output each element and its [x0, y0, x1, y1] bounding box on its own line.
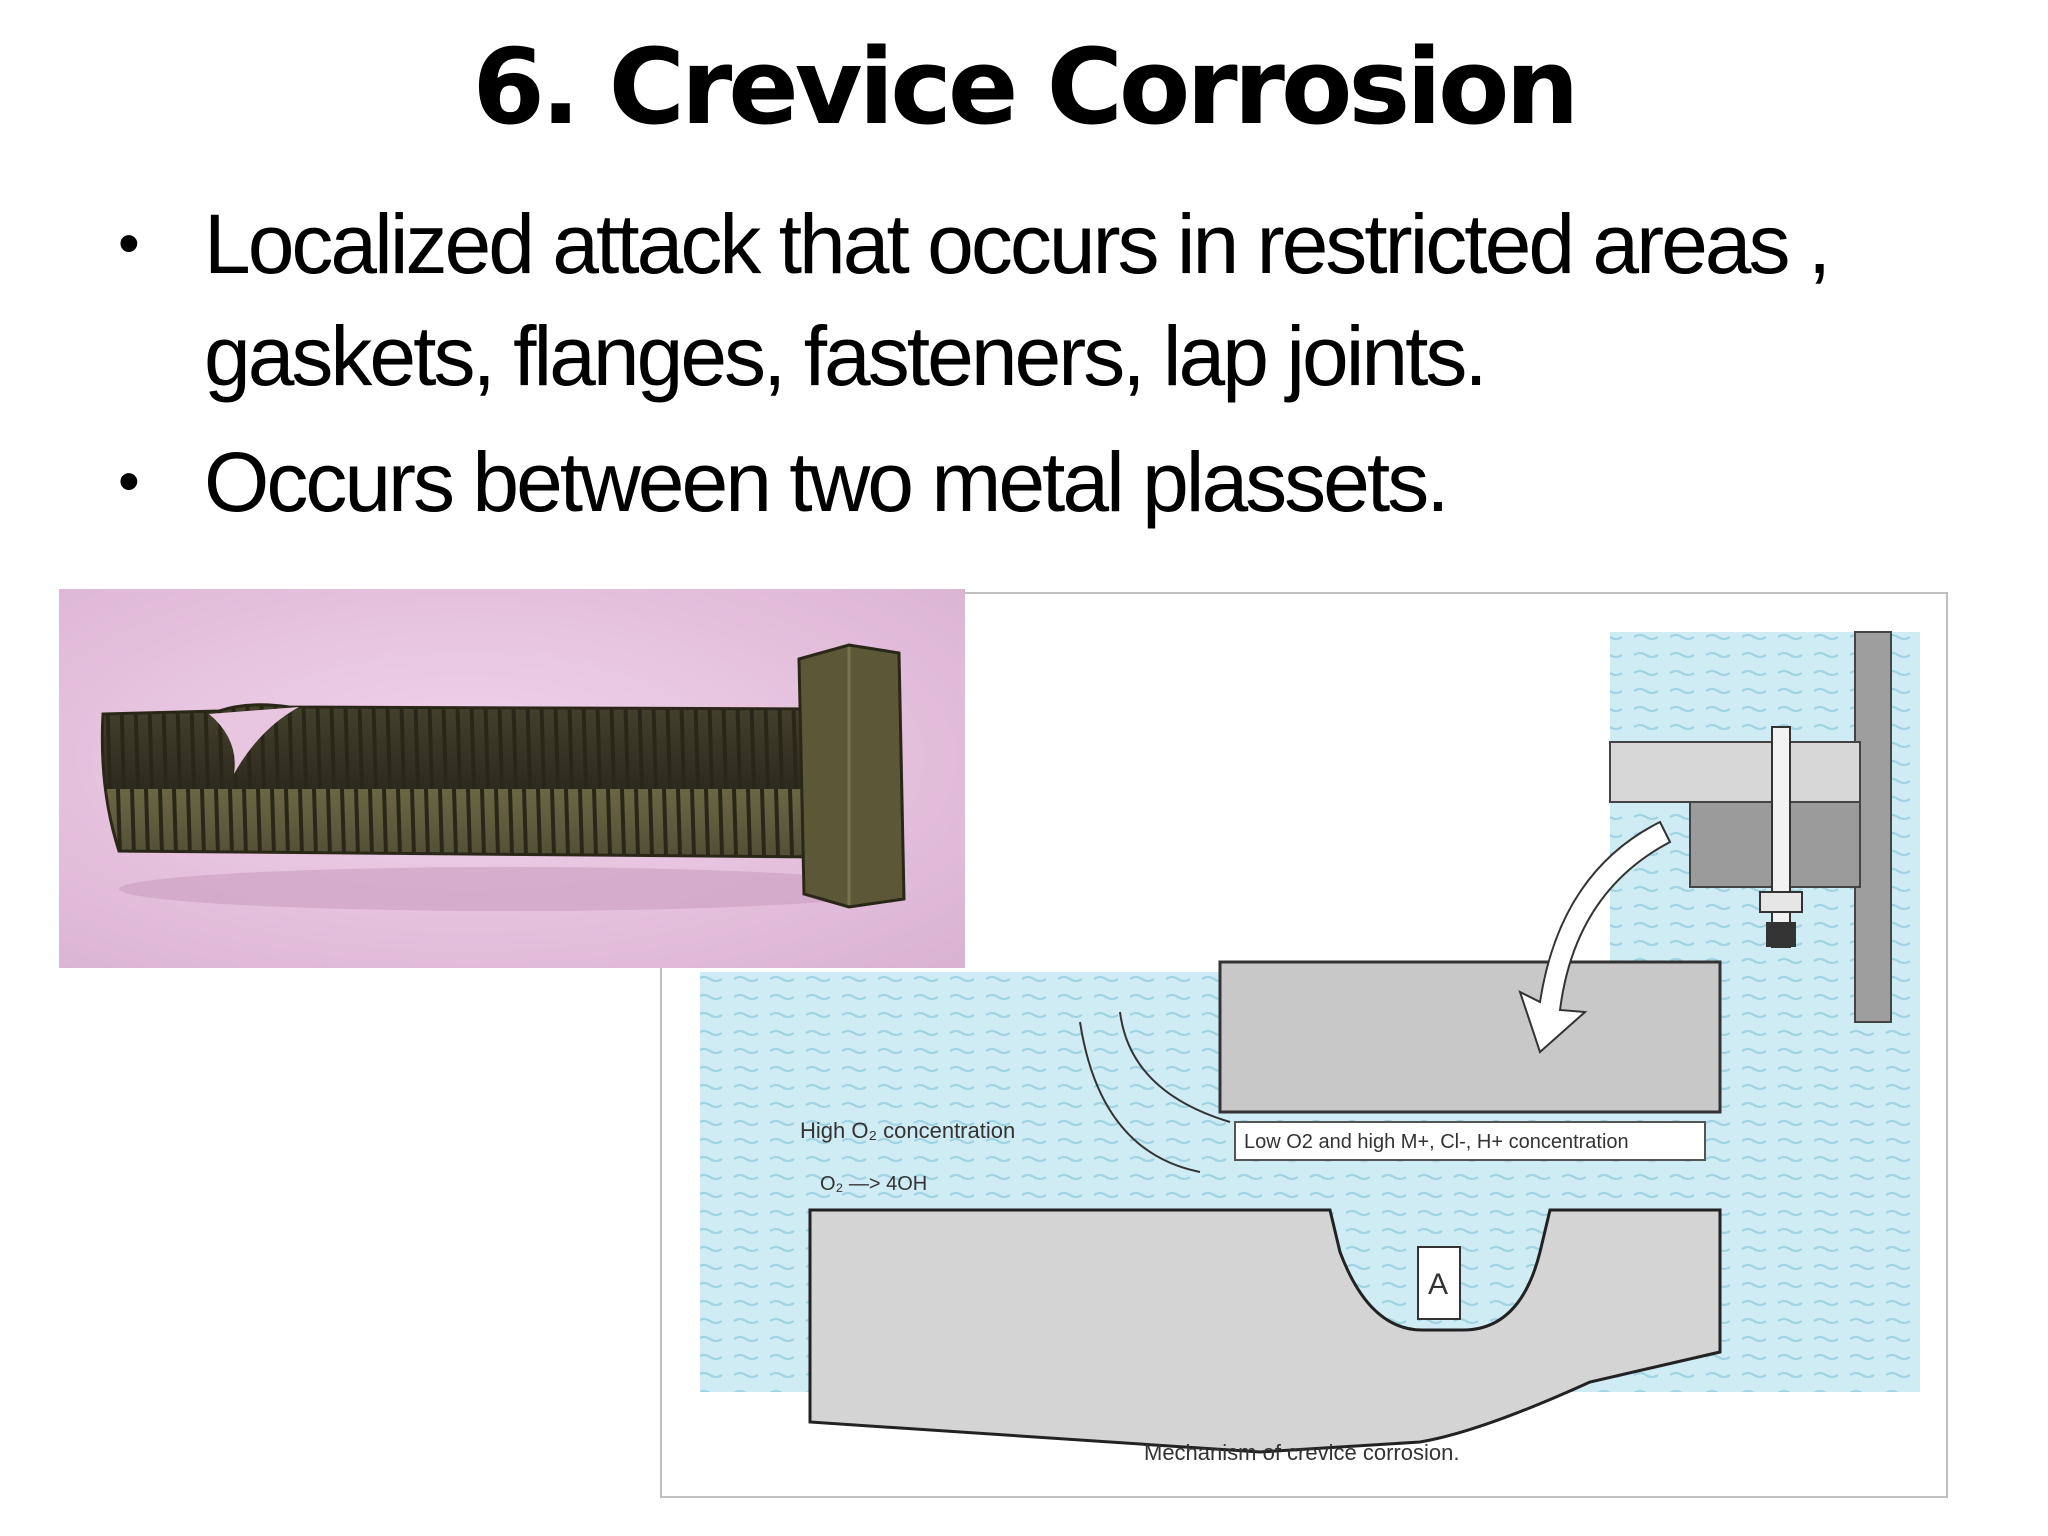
bullet-item: • Occurs between two metal plassets. [118, 426, 1998, 538]
bullet-text: Localized attack that occurs in restrict… [204, 197, 1831, 403]
crevice-notch [209, 707, 299, 774]
reaction-label: O₂ —> 4OH [820, 1173, 927, 1195]
bullet-item: • Localized attack that occurs in restri… [118, 188, 1998, 412]
zoom-arrow [1518, 820, 1672, 1054]
anode-box [1417, 1246, 1461, 1320]
bolt-illustration [100, 643, 906, 911]
bullet-list: • Localized attack that occurs in restri… [118, 188, 1998, 552]
bolt-shadow [119, 867, 899, 911]
low-o2-label: Low O2 and high M+, Cl-, H+ concentratio… [1244, 1131, 1629, 1153]
nut-end [1766, 922, 1796, 947]
bolt-head [797, 643, 906, 909]
low-o2-box [1234, 1121, 1706, 1161]
slide-title: 6. Crevice Corrosion [472, 26, 1580, 148]
flange-top-plate [1609, 741, 1861, 803]
high-o2-label: High O₂ concentration [800, 1118, 1015, 1143]
base-metal [808, 1208, 1722, 1454]
crevice-corrosion-diagram: High O₂ concentration O₂ —> 4OH Low O2 a… [660, 592, 1948, 1498]
bullet-icon: • [118, 209, 140, 278]
corroded-bolt-photo [59, 589, 965, 968]
bullet-icon: • [118, 447, 140, 516]
anode-label: A [1428, 1268, 1448, 1301]
bolt-shaft [1771, 726, 1791, 948]
crevice-plate [1218, 960, 1722, 1114]
diagram-caption: Mechanism of crevice corrosion. [1144, 1440, 1459, 1465]
bullet-text: Occurs between two metal plassets. [204, 435, 1450, 529]
chloride-arrow [1119, 1011, 1231, 1123]
bolt-shaft-threads [100, 703, 821, 859]
nut [1759, 891, 1803, 913]
diagram-canvas: High O₂ concentration O₂ —> 4OH Low O2 a… [660, 592, 1948, 1498]
chloride-arrow [1079, 1021, 1201, 1173]
